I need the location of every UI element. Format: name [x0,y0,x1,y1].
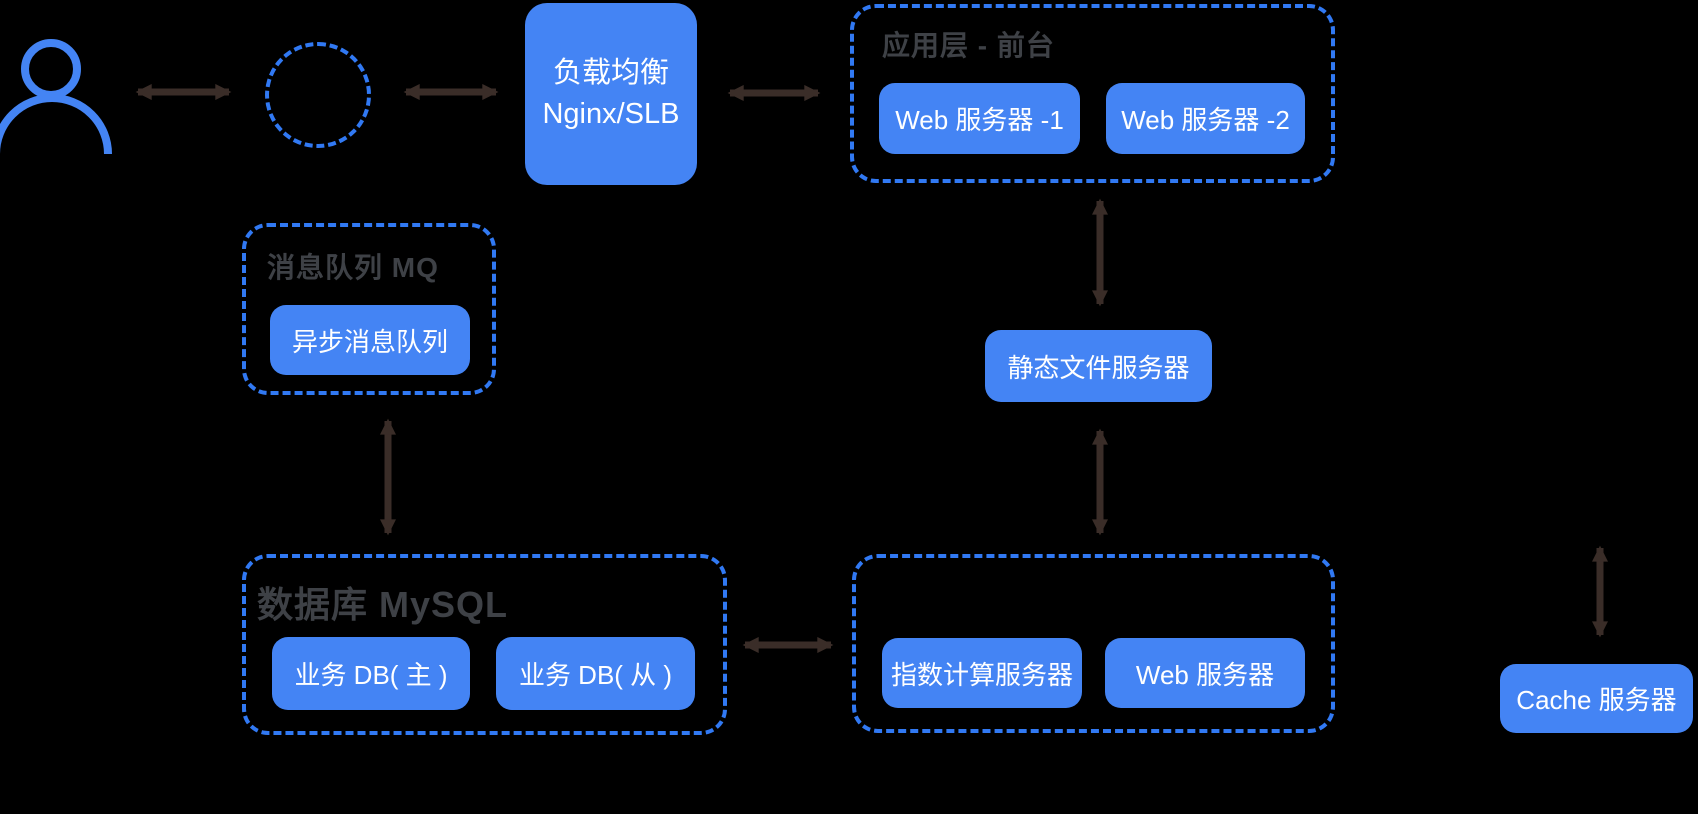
cache-server-box: Cache 服务器 [1500,664,1693,733]
async-mq-box: 异步消息队列 [270,305,470,375]
compute-container [852,554,1335,733]
static-file-server-box: 静态文件服务器 [985,330,1212,402]
web-server-1-box: Web 服务器 -1 [879,83,1080,154]
load-balancer-label-line2: Nginx/SLB [542,98,680,130]
web-server-2-box: Web 服务器 -2 [1106,83,1305,154]
web-server-box: Web 服务器 [1105,638,1305,708]
load-balancer-box: 负载均衡 Nginx/SLB [525,3,697,185]
app-layer-title: 应用层 - 前台 [882,30,1055,61]
app-layer-container [850,4,1335,183]
db-slave-box: 业务 DB( 从 ) [496,637,695,710]
mysql-title: 数据库 MySQL [257,584,509,625]
network-circle [265,42,371,148]
mq-container [242,223,496,395]
mysql-container [242,554,727,735]
mq-title: 消息队列 MQ [267,252,439,283]
index-compute-server-box: 指数计算服务器 [882,638,1082,708]
user-icon [0,39,112,154]
load-balancer-label-line1: 负载均衡 [552,57,669,89]
db-master-box: 业务 DB( 主 ) [272,637,470,710]
